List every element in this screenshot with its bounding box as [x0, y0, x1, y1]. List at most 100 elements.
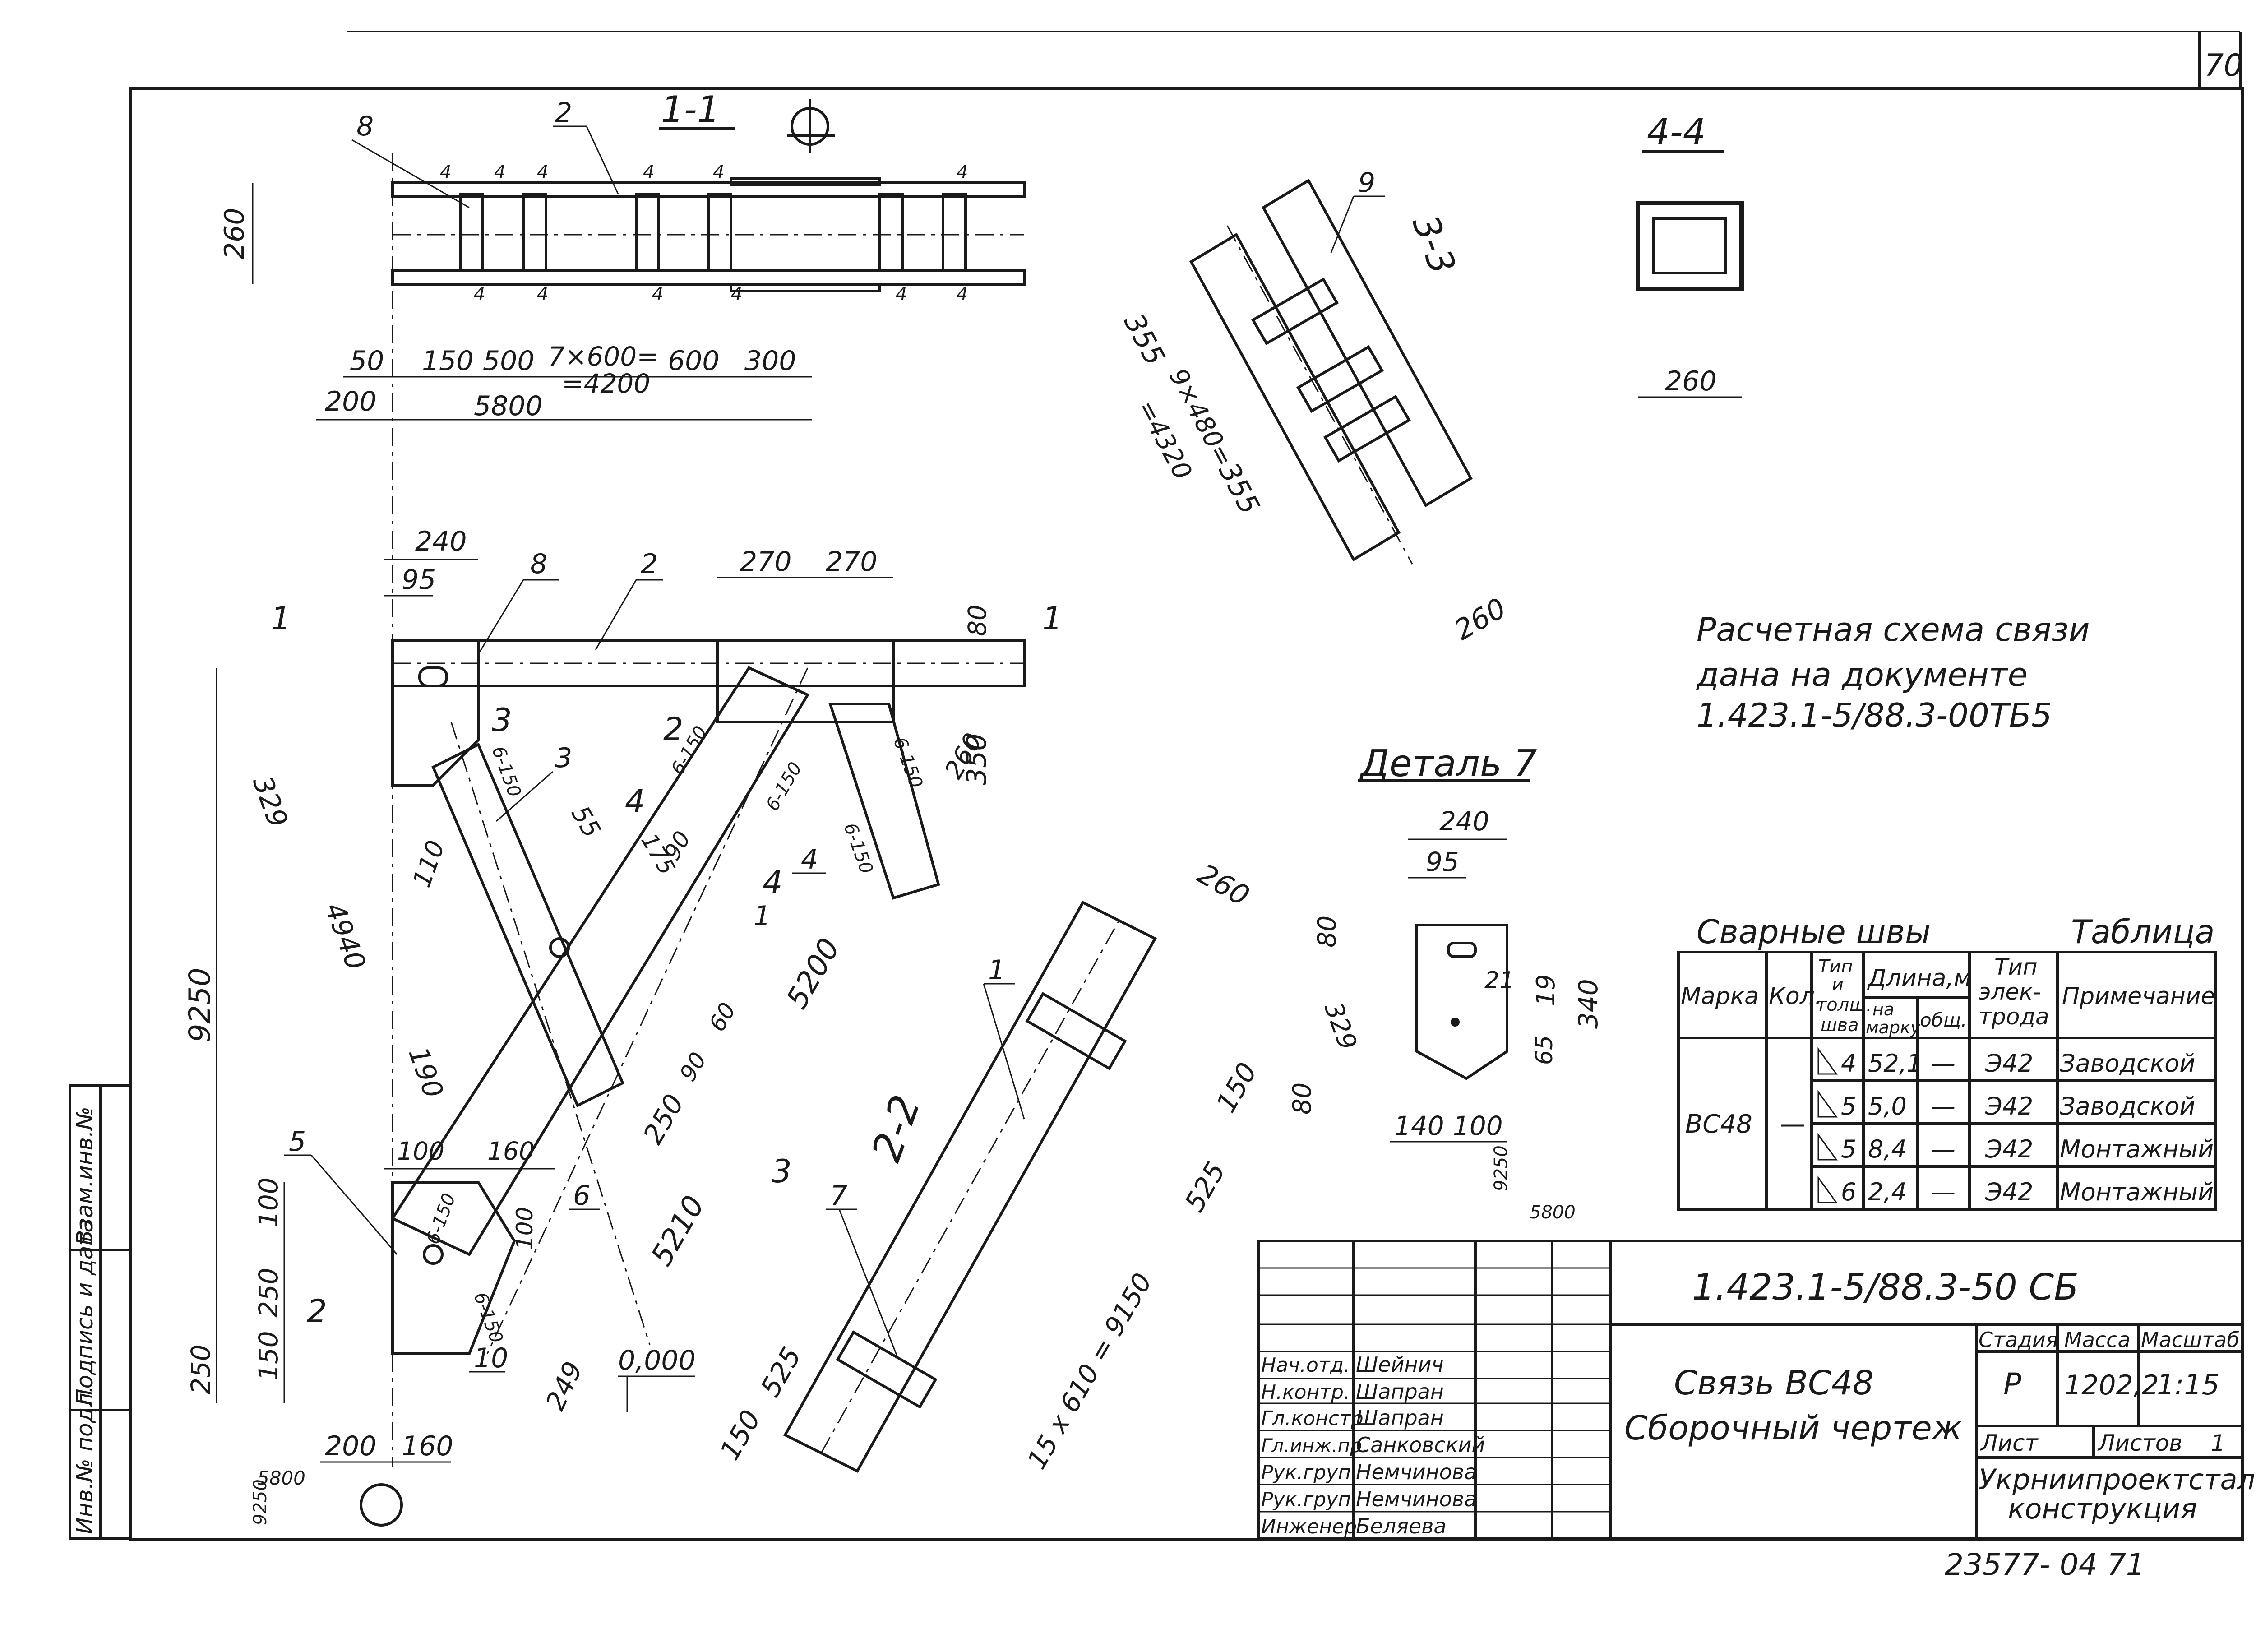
- weld-spacing: 6-150: [422, 1190, 460, 1247]
- d7-dim-100: 100: [1453, 1111, 1503, 1141]
- section-mark-2: 2: [307, 1293, 327, 1330]
- section-mark-1: 1: [1042, 600, 1063, 637]
- td-electrode: Э42: [1985, 1092, 2033, 1120]
- ref-5800: 5800: [257, 1467, 305, 1489]
- td-marka: ВС48: [1685, 1110, 1752, 1139]
- d7-dim-80a: 80: [1313, 916, 1342, 948]
- dim-95: 95: [402, 564, 436, 596]
- weld-triangle-icon: [1817, 1090, 1838, 1118]
- section-mark-1: 1: [271, 600, 291, 637]
- dim-249: 249: [540, 1357, 588, 1415]
- person: Санковский: [1356, 1433, 1485, 1457]
- weld-triangle-icon: [1817, 1175, 1838, 1203]
- person: Немчинова: [1356, 1487, 1477, 1511]
- sheet-header: Лист: [1980, 1430, 2039, 1456]
- td-obsh: —: [1931, 1135, 1956, 1163]
- sheets-value: 1: [2211, 1430, 2225, 1456]
- dim-250: 250: [253, 1268, 284, 1318]
- th-note: Примечание: [2062, 983, 2215, 1010]
- dim-9250: 9250: [183, 968, 217, 1042]
- callout-1: 1: [988, 954, 1005, 986]
- td-note: Заводской: [2060, 1049, 2195, 1078]
- weld-mark: 4: [731, 284, 742, 305]
- table-row: 4 52,1 — Э42 Заводской: [1817, 1047, 2195, 1078]
- dim-525-22b: 525: [754, 1342, 808, 1402]
- dim-150: 150: [422, 345, 474, 377]
- weld-table: Сварные швы Таблица Марка Кол. Тип и тол…: [1677, 913, 2217, 1211]
- dim-7x600: 7×600=: [548, 341, 659, 372]
- callout-8: 8: [356, 111, 374, 142]
- dim-200: 200: [325, 386, 377, 417]
- th-tip-2: и: [1832, 974, 1844, 995]
- page-number: 70: [2204, 48, 2243, 83]
- ref-9250: 9250: [250, 1479, 271, 1525]
- td-obsh: —: [1931, 1178, 1956, 1206]
- weld-mark: 4: [957, 162, 968, 183]
- organization-1: Укрниипроектсталь-: [1979, 1463, 2256, 1496]
- dim-160-h2: 160: [402, 1430, 453, 1462]
- level-zero: 0,000: [618, 1345, 696, 1376]
- callout-2: 2: [641, 548, 658, 580]
- d7-dim-21: 21: [1484, 967, 1514, 994]
- td-tip: 5: [1841, 1135, 1856, 1163]
- dim-260-33: 260: [1449, 592, 1512, 647]
- note-line-1: Расчетная схема связи: [1697, 611, 2090, 648]
- th-dlina: Длина,м: [1867, 965, 1971, 992]
- section-title-3-3: 3-3: [1404, 210, 1464, 280]
- td-electrode: Э42: [1985, 1049, 2033, 1078]
- th-tip-1: Тип: [1818, 956, 1853, 977]
- drawing-name-1: Связь ВС48: [1674, 1364, 1874, 1402]
- d7-dim-240: 240: [1439, 806, 1489, 837]
- weld-table-label: Таблица: [2071, 913, 2214, 951]
- role: Рук.груп.: [1261, 1461, 1357, 1484]
- dim-525-22a: 525: [1179, 1157, 1232, 1217]
- th-tip-3: толщ.: [1816, 995, 1872, 1015]
- dim-80: 80: [963, 605, 992, 636]
- section-mark-4: 4: [763, 864, 783, 901]
- th-electrode-2: элек-: [1979, 979, 2041, 1005]
- title-block: Нач.отд. Шейнич Н.контр. Шапран Гл.конст…: [1257, 1240, 2256, 1540]
- th-tip-4: шва: [1821, 1015, 1859, 1036]
- dim-300: 300: [744, 345, 796, 377]
- role: Инженер: [1261, 1515, 1357, 1538]
- dim-270: 270: [826, 546, 878, 578]
- sheets-header: Листов: [2097, 1430, 2182, 1456]
- dim-250: 250: [185, 1344, 216, 1394]
- th-electrode-3: трода: [1979, 1004, 2049, 1030]
- callout-6: 6: [573, 1180, 590, 1212]
- dim-90b: 90: [675, 1048, 712, 1086]
- weld-triangle-icon: [1817, 1133, 1838, 1161]
- view-section-4-4: 4-4 260: [1636, 111, 1744, 398]
- section-mark-2: 2: [663, 711, 684, 748]
- td-obsh: —: [1931, 1092, 1956, 1120]
- dim-500: 500: [483, 345, 535, 377]
- th-na-marku-2: марку: [1866, 1018, 1921, 1037]
- dim-15x610: 15 x 610 = 9150: [1021, 1268, 1158, 1474]
- weld-mark: 4: [440, 162, 451, 183]
- td-tip: 5: [1841, 1092, 1856, 1120]
- callout-4: 4: [801, 844, 818, 875]
- dim-5210: 5210: [645, 1190, 712, 1272]
- dim-355-a: 355: [1118, 308, 1172, 371]
- section-title-1-1: 1-1: [661, 88, 720, 130]
- side-stamp-sign: Подпись и дата: [72, 1219, 98, 1406]
- td-na-marku: 5,0: [1868, 1092, 1907, 1120]
- person: Шапран: [1356, 1406, 1444, 1430]
- dim-190: 190: [402, 1043, 449, 1102]
- table-row: 5 5,0 — Э42 Заводской: [1817, 1090, 2195, 1120]
- weld-mark: 4: [643, 162, 654, 183]
- weld-mark: 4: [494, 162, 505, 183]
- role: Н.контр.: [1261, 1381, 1350, 1404]
- design-scheme-note: Расчетная схема связи дана на документе …: [1696, 611, 2090, 734]
- weld-table-title: Сварные швы: [1697, 913, 1931, 951]
- weld-spacing: 6-150: [762, 759, 806, 814]
- weld-triangle-icon: [1817, 1047, 1838, 1075]
- dim-4940: 4940: [319, 898, 372, 974]
- callout-9: 9: [1358, 167, 1375, 199]
- note-line-2: дана на документе: [1696, 656, 2028, 694]
- dim-5200: 5200: [780, 933, 847, 1014]
- mass-value: 1202,2: [2064, 1370, 2159, 1401]
- section-title-4-4: 4-4: [1647, 111, 1706, 153]
- person: Немчинова: [1356, 1460, 1477, 1484]
